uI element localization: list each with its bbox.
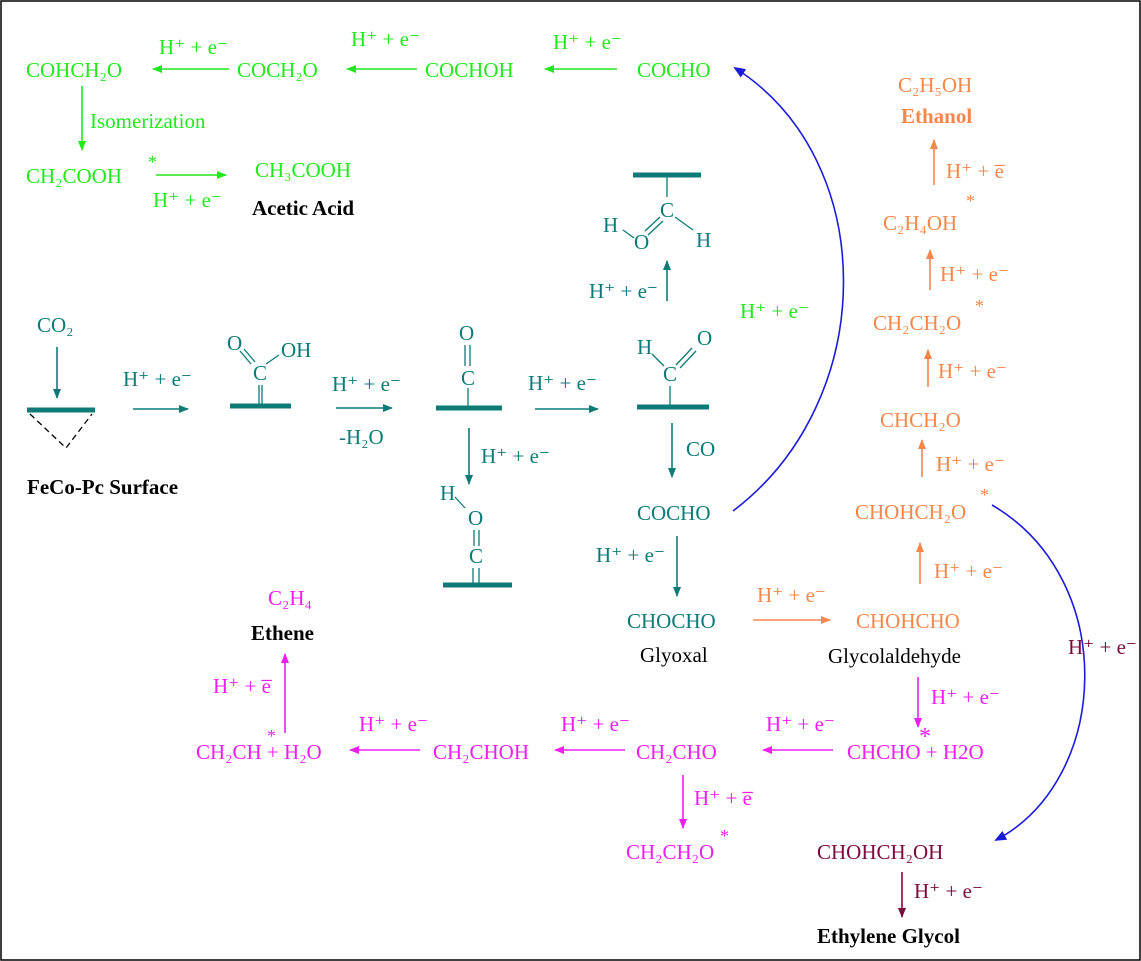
product-ethylene-glycol: Ethylene Glycol: [817, 924, 960, 948]
species-cochoh: COCHOH: [425, 58, 514, 82]
label-isomerization: Isomerization: [90, 109, 206, 133]
product-ethene: Ethene: [251, 621, 314, 645]
bond-h-c-cho: [651, 353, 665, 367]
species-cocho-green: COCHO: [637, 58, 711, 82]
reagent-magenta-4: H⁺ + e⁻: [359, 712, 428, 736]
reagent-magenta-1: H⁺ + e⁻: [931, 685, 1000, 709]
label-glycolaldehyde: Glycolaldehyde: [828, 644, 961, 668]
atom-c-hcoh: C: [660, 198, 674, 222]
atom-c-cho: C: [663, 362, 677, 386]
reagent-magenta-5: H⁺ + e̅: [213, 674, 273, 698]
arrow-blue-cocho: [732, 66, 845, 512]
species-ch2ch2o-magenta: CH₂CH₂O: [626, 840, 714, 864]
species-ch3cooh: CH₃COOH: [255, 158, 351, 182]
species-chcho: CHCHO + H2O: [847, 740, 984, 764]
reagent-teal-glyoxal: H⁺ + e⁻: [596, 543, 665, 567]
radical-star-ch2cooh: *: [148, 152, 157, 172]
species-coch2o: COCH₂O: [237, 58, 318, 82]
atom-o-cho: O: [697, 326, 712, 350]
radical-star-ch2ch: *: [267, 726, 276, 746]
atom-h-cho: H: [637, 335, 652, 359]
label-co: CO: [686, 437, 715, 461]
reagent-blue-green: H⁺ + e⁻: [740, 299, 809, 323]
reagent-magenta-6: H⁺ + e̅: [694, 786, 754, 810]
species-co2: CO₂: [37, 313, 74, 337]
bond-c-oh: [265, 354, 280, 365]
species-chch2o: CHCH₂O: [880, 408, 961, 432]
reagent-maroon: H⁺ + e⁻: [914, 879, 983, 903]
radical-star-ch2ch2o-orange: *: [975, 296, 984, 316]
species-ch2choh: CH₂CHOH: [433, 740, 529, 764]
bond-c-o-double-b: [243, 348, 256, 363]
species-cocho-teal: COCHO: [637, 501, 711, 525]
bond-c-h-hcoh: [674, 216, 694, 231]
product-ethanol: Ethanol: [901, 104, 972, 128]
bond-c-o-double: [239, 350, 252, 365]
reagent-orange-5: H⁺ + e⁻: [940, 262, 1009, 286]
atom-o-coh: O: [468, 506, 483, 530]
atom-o-co: O: [459, 321, 474, 345]
species-c2h5oh: C₂H₅OH: [898, 73, 972, 97]
radical-star-chcho: *: [919, 724, 931, 750]
reagent-teal-up: H⁺ + e⁻: [589, 279, 658, 303]
arrow-blue-ethylene-glycol: [991, 504, 1086, 841]
bond-c-o-hcoh-1: [644, 216, 661, 232]
reagent-magenta-3: H⁺ + e⁻: [561, 712, 630, 736]
species-chohch2o: CHOHCH₂O: [855, 500, 966, 524]
reagent-maroon-blue: H⁺ + e⁻: [1068, 635, 1137, 659]
surface-triangle: [29, 413, 93, 449]
bond-c-o-cho-2: [679, 350, 697, 369]
atom-oh-cooh: OH: [281, 338, 311, 362]
atom-h-hcoh-right: H: [696, 228, 711, 252]
bond-c-o-hcoh-2: [647, 220, 664, 236]
reagent-orange-2: H⁺ + e⁻: [934, 559, 1003, 583]
radical-star-chohch2o: *: [980, 485, 989, 505]
reagent-orange-3: H⁺ + e⁻: [936, 452, 1005, 476]
reagent-green-4: H⁺ + e⁻: [153, 188, 222, 212]
reagent-green-1: H⁺ + e⁻: [553, 30, 622, 54]
species-ch2cooh: CH₂COOH: [26, 164, 122, 188]
atom-c-cooh: C: [253, 361, 267, 385]
reagent-green-2: H⁺ + e⁻: [351, 27, 420, 51]
radical-star-ch2ch2o-magenta: *: [720, 826, 729, 846]
reagent-magenta-2: H⁺ + e⁻: [766, 712, 835, 736]
species-ch2ch2o-orange: CH₂CH₂O: [873, 311, 961, 335]
reagent-orange-6: H⁺ + e̅: [946, 159, 1006, 183]
reagent-teal-coh: H⁺ + e⁻: [481, 444, 550, 468]
reagent-teal-3: H⁺ + e⁻: [528, 371, 597, 395]
species-chohch2oh: CHOHCH₂OH: [817, 840, 943, 864]
label-feco-pc-surface: FeCo-Pc Surface: [27, 475, 178, 499]
reagent-green-3: H⁺ + e⁻: [159, 35, 228, 59]
species-c2h4oh: C₂H₄OH: [883, 211, 957, 235]
species-cohch2o: COHCH₂O: [26, 58, 122, 82]
reagent-teal-1: H⁺ + e⁻: [123, 367, 192, 391]
bond-o-h-hcoh: [622, 229, 635, 239]
atom-o-hcoh: O: [634, 230, 649, 254]
reagent-teal-2: H⁺ + e⁻: [332, 372, 401, 396]
label-glyoxal: Glyoxal: [640, 643, 708, 667]
species-c2h4: C₂H₄: [268, 586, 312, 610]
atom-h-hcoh-left: H: [603, 213, 618, 237]
species-chohcho: CHOHCHO: [856, 609, 960, 633]
atom-c-coh: C: [469, 544, 483, 568]
bond-h-o: [454, 496, 466, 509]
radical-star-c2h4oh: *: [966, 191, 975, 211]
atom-h-coh: H: [440, 481, 455, 505]
label-minus-water: -H₂O: [339, 425, 384, 449]
species-ch2ch: CH₂CH + H₂O: [196, 740, 322, 764]
reagent-orange-1: H⁺ + e⁻: [757, 583, 826, 607]
bond-c-o-cho-1: [675, 347, 693, 366]
atom-o-cooh: O: [227, 331, 242, 355]
reagent-orange-4: H⁺ + e⁻: [938, 359, 1007, 383]
species-ch2cho: CH₂CHO: [636, 740, 717, 764]
atom-c-co: C: [461, 366, 475, 390]
product-acetic-acid: Acetic Acid: [252, 196, 354, 220]
species-chocho: CHOCHO: [627, 609, 716, 633]
